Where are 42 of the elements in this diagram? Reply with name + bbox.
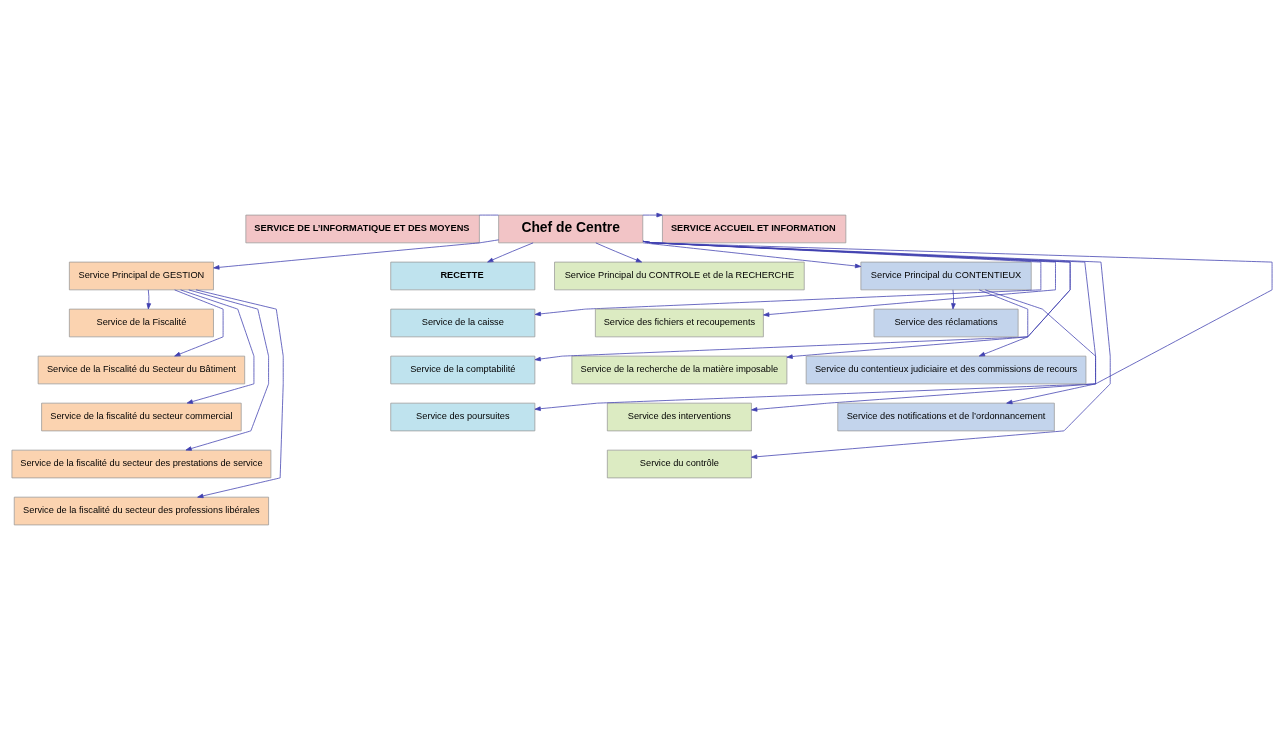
node-box: Service Principal du CONTENTIEUX [860, 261, 1032, 291]
node-box: Service de la Fiscalité du Secteur du Bâtiment [37, 355, 246, 385]
node-box: Chef de Centre [498, 214, 644, 244]
arrow [642, 212, 663, 218]
node-box: Service de la fiscalité du secteur commercial [41, 402, 242, 432]
node-box: Service des poursuites [390, 402, 536, 432]
node-box: Service de la fiscalité du secteur des professions libérales [13, 496, 269, 526]
arrow [213, 239, 499, 270]
arrow [146, 289, 152, 310]
node-box: Service des réclamations [873, 308, 1019, 338]
node-box: Service de la comptabilité [390, 355, 536, 385]
arrow [534, 240, 1273, 411]
arrow [984, 289, 1096, 405]
node-box: SERVICE ACCUEIL ET INFORMATION [662, 214, 847, 244]
arrow [642, 240, 1056, 317]
arrow [185, 289, 269, 451]
arrow [642, 240, 1096, 412]
node-box: Service du contrôle [606, 449, 752, 479]
node-box: Service Principal de GESTION [68, 261, 214, 291]
node-box: Service des interventions [606, 402, 752, 432]
connector [479, 214, 499, 216]
arrow [180, 289, 255, 404]
arrow [951, 289, 956, 310]
arrow [195, 289, 284, 499]
node-box: Service de la fiscalité du secteur des prestations de service [11, 449, 272, 479]
node-box: Service Principal du CONTROLE et de la RECHERCHE [554, 261, 805, 291]
node-box: SERVICE DE L’INFORMATIQUE ET DES MOYENS [245, 214, 480, 244]
arrow [174, 289, 224, 357]
arrow [642, 240, 1111, 459]
node-box: Service du contentieux judiciaire et des commissions de recours [805, 355, 1087, 385]
node-box: Service de la Fiscalité [68, 308, 214, 338]
arrow [534, 240, 1042, 317]
node-box: Service des notifications et de l’ordonnancement [837, 402, 1055, 432]
arrow [642, 242, 862, 269]
node-box: Service des fichiers et recoupements [595, 308, 764, 338]
node-box: Service de la recherche de la matière imposable [571, 355, 788, 385]
arrow [595, 242, 643, 263]
arrow [978, 289, 1029, 357]
node-box: Service de la caisse [390, 308, 536, 338]
arrow [534, 240, 1071, 362]
arrow [487, 242, 534, 263]
node-box: RECETTE [390, 261, 536, 291]
